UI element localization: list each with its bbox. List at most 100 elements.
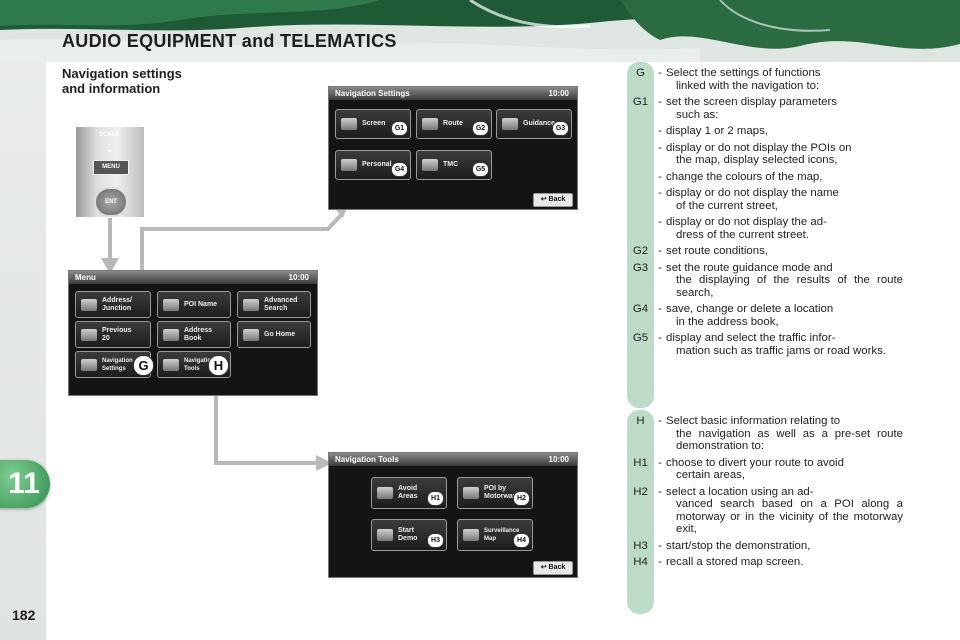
route-icon — [422, 118, 438, 130]
tools-back-button[interactable]: ↩ Back — [533, 561, 573, 575]
poi-icon — [163, 298, 179, 311]
g-section-pill — [627, 62, 654, 408]
h-description-item: H2-select a location using an ad-vanced … — [627, 486, 903, 536]
item-code: G5 — [632, 332, 649, 344]
item-text-line1: display 1 or 2 maps, — [666, 125, 768, 137]
btn-label: Address — [184, 326, 213, 334]
item-text-line1: recall a stored map screen. — [666, 556, 804, 568]
badge-g5: G5 — [472, 162, 489, 177]
item-text: change the colours of the map, — [666, 171, 903, 184]
menu-button: MENU — [93, 160, 129, 175]
btn-label: Personal — [362, 161, 392, 168]
item-text-line1: start/stop the demonstration, — [666, 539, 811, 552]
badge-h: H — [208, 355, 229, 376]
tmc-icon — [422, 159, 438, 171]
item-text-continuation: dress of the current street. — [676, 228, 809, 241]
badge-g: G — [133, 355, 154, 376]
g-description-item: -display or do not display the ad-dress … — [627, 216, 903, 241]
settings-back-button[interactable]: ↩ Back — [533, 193, 573, 207]
item-dash: - — [658, 539, 662, 552]
btn-label: Route — [443, 120, 463, 127]
h-description-item: H3-start/stop the demonstration, — [627, 540, 903, 553]
btn-label: Avoid — [398, 485, 418, 492]
personal-icon — [341, 159, 357, 171]
item-text-continuation: in the address book, — [676, 315, 779, 328]
btn-label: Go Home — [264, 330, 296, 338]
item-code: G — [636, 67, 645, 79]
avoid-areas-icon — [377, 487, 393, 499]
item-text: display or do not display the ad-dress o… — [666, 216, 903, 241]
item-code — [627, 125, 654, 138]
btn-label: Demo — [398, 535, 418, 542]
btn-label: Motorway — [484, 493, 517, 500]
item-text: recall a stored map screen. — [666, 556, 903, 569]
btn-label: Surveillance — [484, 528, 520, 534]
back-arrow-icon: ↩ — [540, 196, 547, 203]
ent-knob: ENT — [94, 187, 128, 217]
item-dash: - — [658, 556, 662, 568]
motorway-icon — [463, 487, 479, 499]
h-description-item: H4-recall a stored map screen. — [627, 556, 903, 569]
item-text-continuation: the map, display selected icons, — [676, 154, 838, 166]
item-dash: - — [658, 187, 662, 199]
back-label: Back — [548, 196, 566, 203]
menu-screen: Menu 10:00 Address/Junction POI Name Adv… — [68, 270, 318, 396]
tools-screen-clock: 10:00 — [548, 455, 569, 464]
item-text-continuation: vanced search based on a POI along a mot… — [676, 498, 903, 535]
item-code: H2 — [633, 485, 648, 498]
item-dash: - — [658, 67, 662, 79]
btn-label: Search — [264, 304, 288, 312]
item-text: set route conditions, — [666, 245, 903, 258]
item-text: select a location using an ad-vanced sea… — [666, 486, 903, 536]
header-band — [0, 0, 960, 62]
item-text-line1: choose to divert your route to avoid — [666, 456, 844, 469]
item-dash: - — [658, 96, 662, 108]
poi-name-button[interactable]: POI Name — [157, 291, 231, 318]
screen-icon — [341, 118, 357, 130]
item-text-line1: display or do not display the ad- — [666, 216, 827, 228]
item-code — [627, 216, 654, 241]
btn-label: Start — [398, 527, 414, 534]
item-text-line1: change the colours of the map, — [666, 170, 823, 183]
page-title: AUDIO EQUIPMENT and TELEMATICS — [62, 31, 397, 51]
item-text-continuation: certain areas, — [676, 469, 746, 481]
item-dash: - — [658, 261, 662, 274]
btn-label: Settings — [102, 365, 126, 372]
menu-screen-titlebar: Menu 10:00 — [69, 271, 317, 284]
btn-label: 20 — [102, 334, 110, 342]
address-junction-button[interactable]: Address/Junction — [75, 291, 151, 318]
item-code — [627, 187, 654, 212]
item-text-continuation: such as: — [676, 108, 719, 121]
history-icon — [81, 328, 97, 341]
btn-label: Tools — [184, 365, 200, 372]
btn-label: Navigation — [184, 357, 215, 364]
search-icon — [243, 298, 259, 311]
item-dash: - — [658, 170, 662, 183]
item-text-line1: save, change or delete a location — [666, 303, 834, 315]
guidance-icon — [502, 118, 518, 130]
section-title-line2: and information — [62, 81, 161, 96]
go-home-button[interactable]: Go Home — [237, 321, 311, 348]
